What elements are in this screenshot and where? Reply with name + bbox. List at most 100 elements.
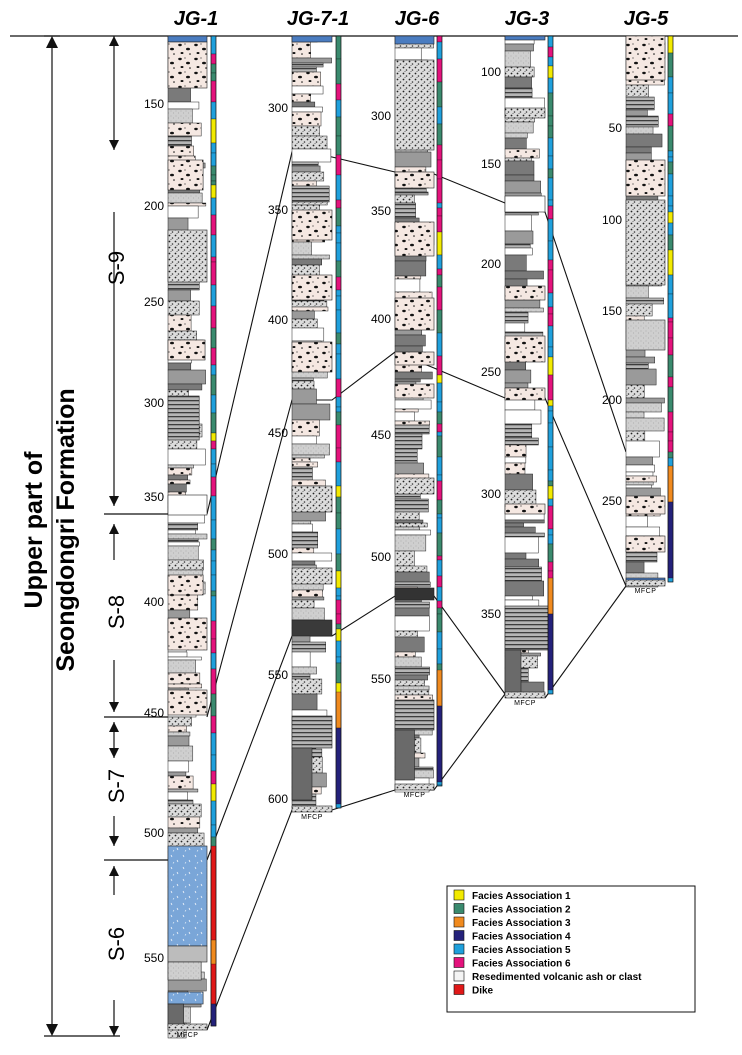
facies-band [335, 512, 342, 530]
lithology-bed [291, 318, 318, 329]
facies-band [547, 480, 554, 487]
lithology-bed [504, 519, 545, 524]
depth-label: 250 [481, 365, 501, 379]
lithology-bed [167, 35, 208, 43]
facies-band [335, 332, 342, 345]
facies-band [335, 135, 342, 156]
facies-band [335, 662, 342, 684]
basal-bed [504, 691, 546, 699]
facies-band [210, 800, 217, 826]
facies-band [547, 422, 554, 448]
lithology-bed [291, 552, 333, 562]
facies-band [436, 431, 443, 437]
lithology-bed [394, 275, 422, 280]
lithology-bed [167, 314, 192, 332]
lithology-bed [625, 430, 646, 442]
facies-band [667, 205, 674, 213]
facies-band [667, 234, 674, 251]
facies-band [210, 184, 217, 199]
lithology-bed [167, 683, 202, 689]
lithology-bed [625, 456, 653, 466]
lithology-bed [394, 191, 429, 196]
facies-band [547, 77, 554, 94]
facies-band [210, 214, 217, 236]
lithology-bed [394, 685, 430, 691]
facies-band [210, 939, 217, 965]
facies-band [547, 405, 554, 412]
lithology-bed [625, 109, 648, 117]
facies-band [335, 406, 342, 413]
lithology-bed [394, 615, 430, 632]
lithology-bed [504, 157, 532, 162]
lithology-bed [394, 371, 433, 380]
lithology-bed [504, 382, 529, 389]
sequence-label-s9: S-9 [104, 251, 129, 285]
facies-band [667, 274, 674, 295]
grain-size-scale-label: MFCP [301, 814, 323, 821]
facies-band [335, 587, 342, 597]
lithology-bed [291, 747, 313, 801]
lithology-bed [167, 845, 208, 947]
facies-band [335, 599, 342, 615]
facies-band [335, 461, 342, 487]
lithology-bed [167, 205, 199, 219]
facies-band [547, 125, 554, 139]
lithology-bed [504, 649, 522, 695]
depth-label: 450 [371, 428, 391, 442]
depth-label: 100 [481, 65, 501, 79]
legend-swatch [453, 930, 465, 941]
lithology-bed [504, 180, 541, 194]
depth-label: 550 [144, 951, 164, 965]
lithology-bed [291, 66, 317, 73]
legend-swatch [453, 984, 465, 995]
facies-band [210, 448, 217, 465]
lithology-bed [504, 532, 545, 538]
facies-band [436, 355, 443, 376]
facies-band [547, 469, 554, 482]
lithology-bed [291, 461, 318, 468]
lithology-bed [394, 729, 415, 781]
lithology-bed [167, 541, 200, 547]
depth-label: 300 [268, 101, 288, 115]
lithology-bed [167, 827, 199, 834]
basal-bed [167, 1023, 208, 1031]
facies-band [547, 356, 554, 376]
facies-band [547, 218, 554, 242]
facies-band [436, 532, 443, 557]
lithology-bed [167, 617, 208, 651]
lithology-bed [291, 560, 316, 566]
depth-label: 100 [602, 213, 622, 227]
lithology-bed [394, 699, 435, 731]
facies-band [210, 261, 217, 286]
facies-band [210, 35, 217, 55]
facies-band [547, 613, 554, 691]
grain-size-scale-label: MFCP [177, 1032, 199, 1039]
facies-band [667, 211, 674, 224]
lithology-bed [394, 420, 430, 426]
lithology-bed [504, 409, 542, 425]
column-title-jg-1: JG-1 [174, 8, 218, 30]
facies-band [436, 648, 443, 665]
lithology-bed [291, 327, 325, 342]
lithology-bed [504, 566, 542, 582]
lithology-bed [291, 85, 324, 95]
lithology-bed [625, 535, 666, 553]
lithology-bed [504, 285, 546, 301]
lithology-bed [625, 484, 652, 489]
depth-label: 200 [144, 199, 164, 213]
lithology-bed [167, 788, 199, 793]
facies-band [335, 727, 342, 805]
lithology-bed [394, 194, 415, 204]
facies-band [667, 337, 674, 356]
lithology-bed [504, 76, 532, 89]
facies-bar [210, 35, 217, 1027]
lithology-bed [291, 641, 326, 653]
lithology-bed [394, 511, 420, 521]
facies-band [667, 440, 674, 453]
lithology-bed [167, 593, 199, 611]
facies-band [547, 346, 554, 358]
formation-label-line2: Seongdongri Formation [52, 388, 80, 671]
facies-band [667, 411, 674, 433]
